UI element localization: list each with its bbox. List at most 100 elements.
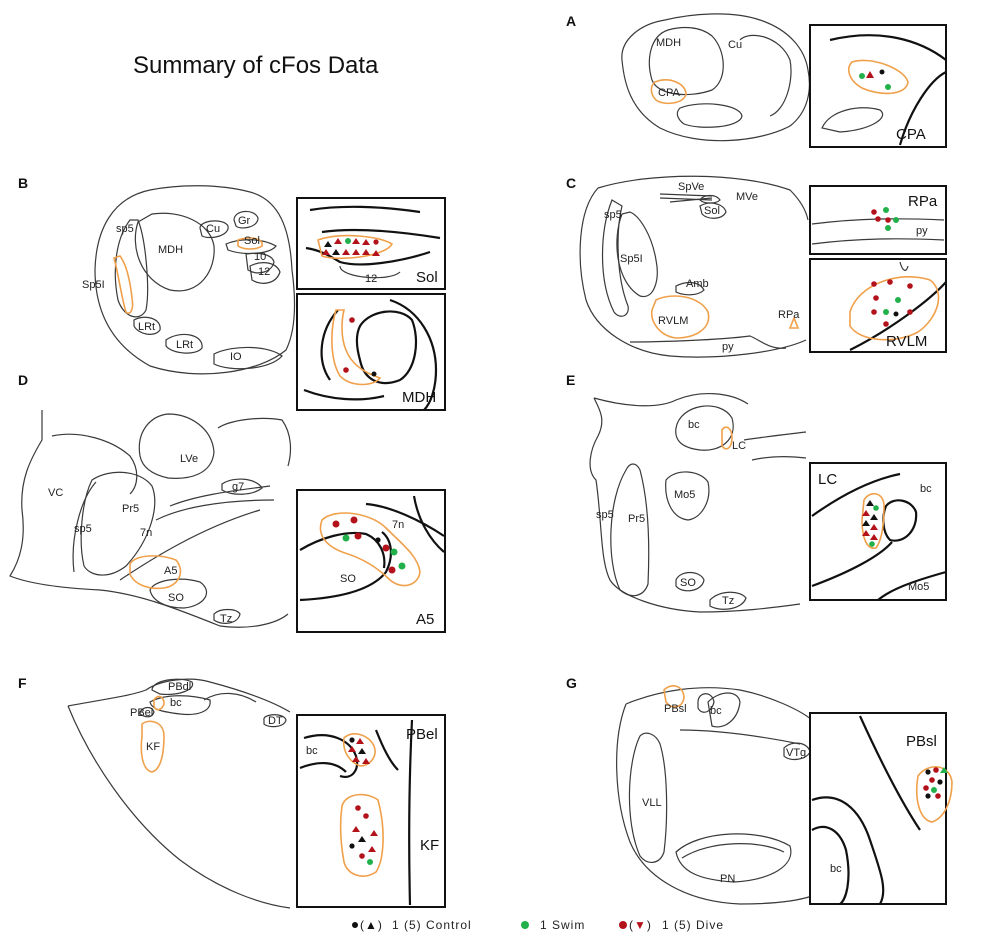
panel-d-label-so: SO (168, 592, 184, 604)
control-marker (332, 249, 340, 255)
panel-c: C SpVe MVe Sol sp5 Sp5I Amb RVLM RPa py … (566, 175, 947, 358)
legend-control-symbol: (▲) (360, 918, 383, 932)
panel-f-label-pbdl: PBdl (168, 681, 191, 693)
dive-marker (334, 238, 342, 244)
panel-f-inset-label-bc: bc (306, 745, 318, 757)
dive-marker (887, 279, 893, 285)
control-marker (371, 371, 377, 377)
swim-marker (940, 767, 948, 773)
swim-marker (895, 297, 901, 303)
panel-b-label-lrt1: LRt (138, 321, 155, 333)
dive-marker (332, 520, 340, 528)
panel-d-label-lve: LVe (180, 453, 198, 465)
panel-c-label-sp5: sp5 (604, 209, 622, 221)
panel-b-label-sp5: sp5 (116, 223, 134, 235)
swim-marker (873, 505, 879, 511)
panel-d-label-pr5: Pr5 (122, 503, 139, 515)
panel-g-label-vll: VLL (642, 797, 662, 809)
panel-g-label-pn: PN (720, 873, 735, 885)
panel-b-inset-mdh-label: MDH (402, 389, 436, 406)
panel-a-section-outline (621, 13, 811, 142)
panel-b-label-12: 12 (258, 266, 270, 278)
swim-marker (883, 207, 889, 213)
panel-g-label-pbsl: PBsl (664, 703, 687, 715)
panel-g-label-bc: bc (710, 705, 722, 717)
dive-marker (875, 216, 881, 222)
panel-b-section-outline (94, 185, 296, 375)
panel-c-inset-rpa-label: RPa (908, 193, 938, 210)
panel-b-inset-sol-label: Sol (416, 269, 438, 286)
panel-b-label-lrt2: LRt (176, 339, 193, 351)
swim-marker (931, 787, 937, 793)
control-marker (862, 520, 870, 526)
swim-marker (885, 225, 891, 231)
legend: (▲) 1 (5) Control 1 Swim (▼) 1 (5) Dive (352, 918, 723, 932)
panel-d-inset-a5-label: A5 (416, 611, 434, 628)
swim-marker (883, 309, 889, 315)
dive-marker (388, 566, 396, 574)
dive-marker (372, 250, 380, 256)
panel-d-inset-a5 (296, 489, 446, 633)
panel-e-inset-lc-label: LC (818, 471, 837, 488)
control-marker (925, 769, 931, 775)
swim-legend-marker (521, 921, 529, 929)
panel-d-label-tz: Tz (220, 613, 232, 625)
panel-g-section-outline (625, 687, 813, 721)
dive-marker (862, 530, 870, 536)
panel-c-label-spve: SpVe (678, 181, 704, 193)
panel-e-inset-label-bc: bc (920, 483, 932, 495)
panel-e-section-outline (589, 397, 801, 613)
dive-marker (870, 524, 878, 530)
dive-marker (355, 805, 361, 811)
panel-c-label-sol: Sol (704, 205, 720, 217)
panel-d-label-sp5: sp5 (74, 523, 92, 535)
dive-marker (870, 534, 878, 540)
dive-marker (359, 853, 365, 859)
swim-marker (893, 217, 899, 223)
dive-marker (862, 510, 870, 516)
control-marker (879, 69, 885, 75)
dive-marker (873, 295, 879, 301)
dive-marker (348, 746, 356, 752)
panel-b-inset-sol (296, 197, 446, 290)
panel-b-label-cu: Cu (206, 223, 220, 235)
panel-e-label-bc: bc (688, 419, 700, 431)
panel-g: G PBsl bc VTg VLL PN PBsl bc (566, 675, 953, 905)
control-marker (375, 537, 381, 543)
panel-f-inset-pbel-label: PBel (406, 726, 438, 743)
dive-legend-marker (619, 921, 627, 929)
panel-a-letter: A (566, 13, 576, 29)
panel-b-letter: B (18, 175, 28, 191)
swim-marker (367, 859, 373, 865)
panel-e-inset-label-mo5: Mo5 (908, 581, 929, 593)
control-marker (925, 793, 931, 799)
control-legend-marker (352, 922, 358, 928)
swim-marker (390, 548, 398, 556)
dive-marker (354, 532, 362, 540)
panel-a-label-cu: Cu (728, 39, 742, 51)
panel-a-label-mdh: MDH (656, 37, 681, 49)
panel-f-label-pbel: PBel (130, 707, 153, 719)
dive-marker (866, 71, 874, 78)
dive-marker (907, 283, 913, 289)
dive-marker (370, 830, 378, 836)
dive-marker (373, 239, 379, 245)
swim-marker (398, 562, 406, 570)
control-marker (866, 500, 874, 506)
dive-marker (356, 738, 364, 744)
dive-marker (342, 249, 350, 255)
control-marker (358, 836, 366, 842)
dive-marker (923, 785, 929, 791)
panel-f: F PBdl PBel bc DT KF bc PBel KF (18, 675, 446, 909)
swim-marker (342, 534, 350, 542)
panel-d-inset-label-so: SO (340, 573, 356, 585)
panel-e-label-tz: Tz (722, 595, 734, 607)
dive-marker (363, 813, 369, 819)
dive-marker (382, 544, 390, 552)
panel-d-letter: D (18, 372, 28, 388)
panel-f-letter: F (18, 675, 27, 691)
panel-b: B sp5 MDH Cu Gr Sol 10 12 Sp5I LRt LRt I… (18, 175, 446, 411)
dive-marker (350, 516, 358, 524)
panel-b-label-mdh: MDH (158, 244, 183, 256)
